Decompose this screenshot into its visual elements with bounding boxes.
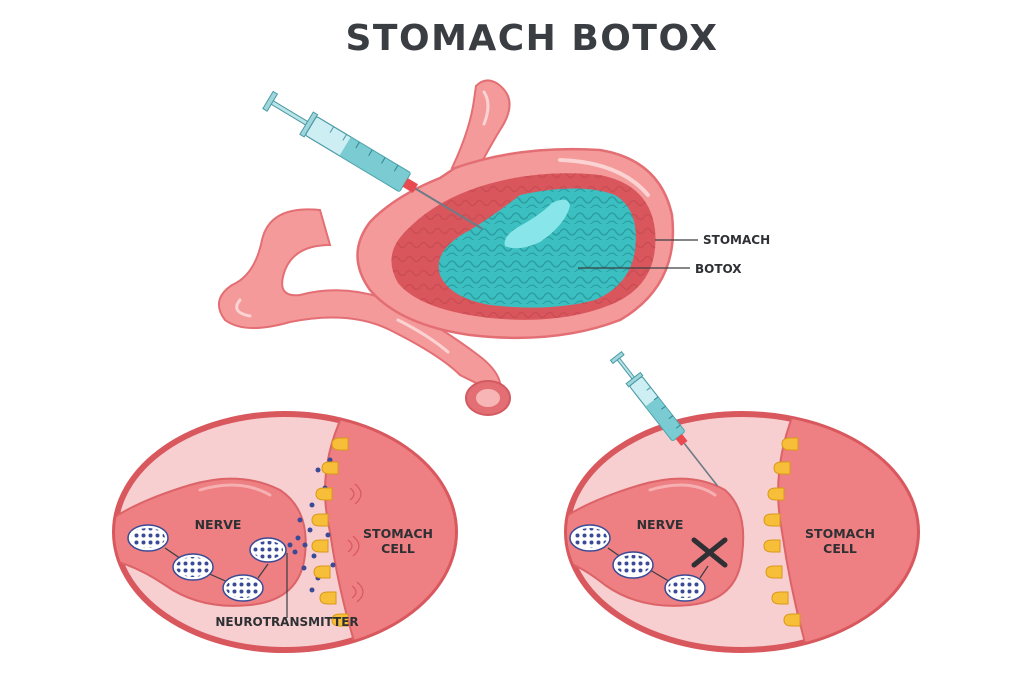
vesicle-chain-right bbox=[569, 524, 709, 602]
stomach-cell-label-right-2: CELL bbox=[823, 541, 857, 556]
stomach-illustration: STOMACH BOTOX bbox=[217, 79, 770, 416]
signal-ripples bbox=[347, 483, 364, 603]
botox-highlight bbox=[504, 199, 570, 249]
stomach-label: STOMACH bbox=[703, 233, 770, 247]
stomach-cell-label-left-2: CELL bbox=[381, 541, 415, 556]
receptors-right bbox=[763, 437, 801, 627]
duodenum bbox=[217, 208, 502, 397]
stomach-cell-label-left-1: STOMACH bbox=[363, 526, 433, 541]
nerve-label-left: NERVE bbox=[195, 517, 242, 532]
esophagus bbox=[450, 79, 511, 172]
botox-label: BOTOX bbox=[695, 262, 742, 276]
nerve-label-right: NERVE bbox=[637, 517, 684, 532]
syringe-top bbox=[262, 90, 483, 230]
stomach-cell-label-right-1: STOMACH bbox=[805, 526, 875, 541]
blocked-x-icon bbox=[691, 537, 728, 568]
nerve-left bbox=[115, 477, 307, 607]
vesicle-chain-left bbox=[127, 524, 287, 602]
neurotransmitter-label: NEUROTRANSMITTER bbox=[215, 615, 358, 629]
receptors-left bbox=[311, 437, 349, 627]
nerve-right bbox=[567, 477, 745, 607]
diagram-title: STOMACH BOTOX bbox=[345, 18, 718, 59]
left-panel-normal: NERVE STOMACH CELL NEUROTRANSMITTER bbox=[112, 411, 458, 653]
right-panel-blocked: NERVE STOMACH CELL bbox=[564, 350, 920, 653]
syringe-small bbox=[609, 350, 719, 487]
